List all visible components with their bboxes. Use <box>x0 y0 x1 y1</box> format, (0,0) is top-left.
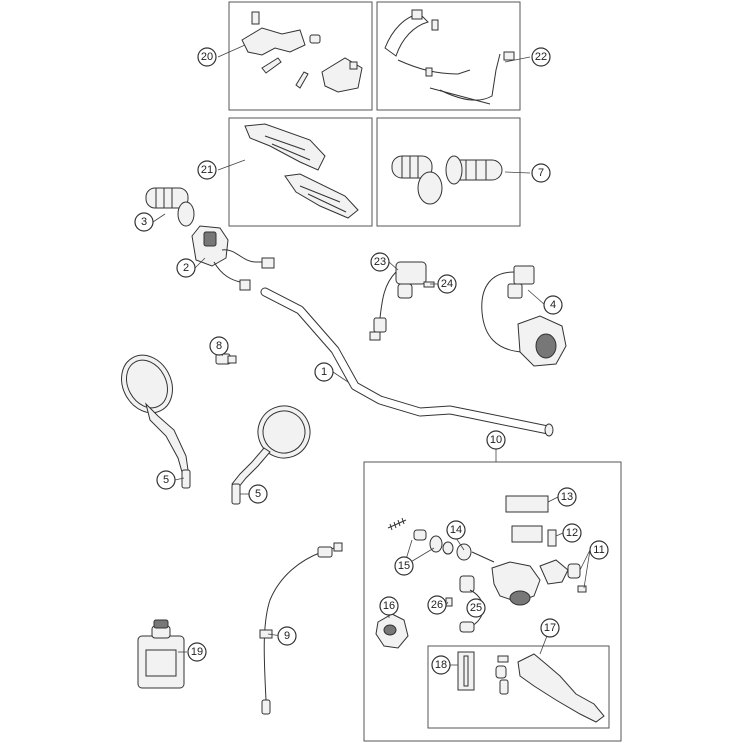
callout-20: 20 <box>197 47 217 67</box>
svg-text:3: 3 <box>141 216 147 228</box>
callout-18: 18 <box>431 655 451 675</box>
svg-text:5: 5 <box>163 474 169 486</box>
box-hand-guard <box>376 1 521 111</box>
svg-text:5: 5 <box>255 488 261 500</box>
svg-text:14: 14 <box>450 524 462 536</box>
svg-text:24: 24 <box>441 278 453 290</box>
left-grip-and-switch <box>145 187 275 291</box>
svg-text:11: 11 <box>593 544 604 556</box>
guard-cover-parts <box>244 123 359 219</box>
callout-5-right: 5 <box>248 484 268 504</box>
right-switch-with-cable <box>481 265 567 367</box>
svg-text:15: 15 <box>398 560 410 572</box>
hydraulic-fluid-can <box>137 619 185 689</box>
callout-23: 23 <box>370 252 390 272</box>
switch-with-cable <box>369 261 435 341</box>
callout-16: 16 <box>379 596 399 616</box>
clutch-lever-parts <box>457 651 605 723</box>
grips-parts <box>391 155 503 205</box>
svg-text:17: 17 <box>544 622 556 634</box>
svg-text:20: 20 <box>201 51 213 63</box>
box-guard-covers <box>228 117 373 227</box>
callout-10: 10 <box>486 430 506 450</box>
callout-17: 17 <box>540 618 560 638</box>
svg-text:10: 10 <box>490 434 502 446</box>
master-cylinder-parts <box>375 495 587 649</box>
svg-text:1: 1 <box>321 366 327 378</box>
callout-21: 21 <box>197 160 217 180</box>
box-hand-guard-mount <box>228 1 373 111</box>
right-mirror <box>231 405 311 505</box>
box-grips-kit <box>376 117 521 227</box>
callout-8: 8 <box>209 336 229 356</box>
svg-text:26: 26 <box>431 599 443 611</box>
hand-guard-mount-parts <box>241 11 363 93</box>
hand-guard-parts <box>384 9 515 105</box>
svg-text:18: 18 <box>435 659 447 671</box>
callout-15: 15 <box>394 556 414 576</box>
svg-text:8: 8 <box>216 340 222 352</box>
box-clutch-lever <box>427 645 610 729</box>
svg-text:12: 12 <box>566 527 578 539</box>
callout-5-left: 5 <box>156 470 176 490</box>
svg-text:9: 9 <box>284 630 290 642</box>
callout-24: 24 <box>437 274 457 294</box>
svg-text:13: 13 <box>561 491 573 503</box>
callout-7: 7 <box>531 163 551 183</box>
callout-12: 12 <box>562 523 582 543</box>
callout-13: 13 <box>557 487 577 507</box>
svg-text:23: 23 <box>374 256 386 268</box>
callout-9: 9 <box>277 626 297 646</box>
callout-1: 1 <box>314 362 334 382</box>
callout-2: 2 <box>176 258 196 278</box>
svg-text:25: 25 <box>470 602 482 614</box>
callout-3: 3 <box>134 212 154 232</box>
callout-14: 14 <box>446 520 466 540</box>
box-clutch-master-cylinder <box>363 461 622 742</box>
callout-19: 19 <box>187 642 207 662</box>
callout-4: 4 <box>543 295 563 315</box>
left-mirror <box>121 354 191 489</box>
svg-text:7: 7 <box>538 167 544 179</box>
svg-text:2: 2 <box>183 262 189 274</box>
callout-11: 11 <box>589 540 609 560</box>
svg-text:16: 16 <box>383 600 395 612</box>
svg-text:21: 21 <box>201 164 213 176</box>
callout-22: 22 <box>531 47 551 67</box>
leader-lines <box>152 44 591 666</box>
svg-text:22: 22 <box>535 51 547 63</box>
callout-25: 25 <box>466 598 486 618</box>
clamp-part <box>215 353 237 365</box>
clutch-cable <box>259 542 343 715</box>
callout-26: 26 <box>427 595 447 615</box>
handlebar <box>260 287 554 437</box>
svg-text:19: 19 <box>191 646 203 658</box>
svg-text:4: 4 <box>550 299 556 311</box>
